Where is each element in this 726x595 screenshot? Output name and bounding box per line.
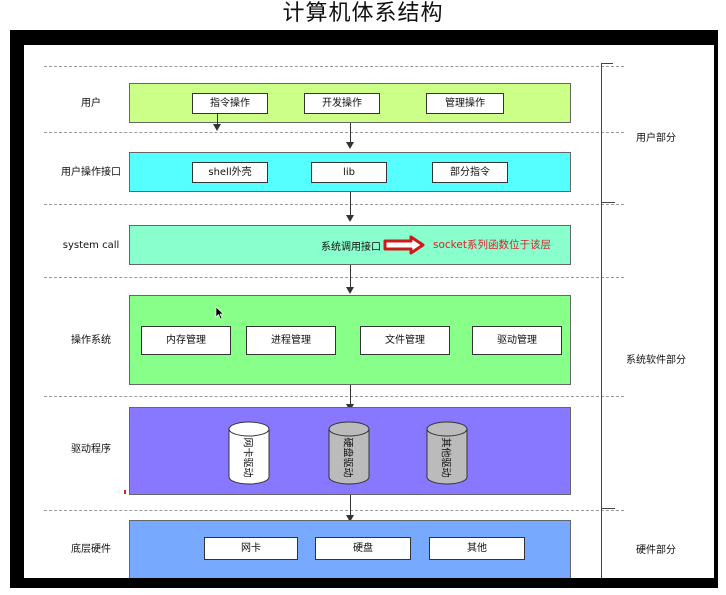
user-item-dev: 开发操作	[304, 93, 380, 114]
bracket-tick	[601, 63, 613, 64]
cylinder-nic-driver: 网卡驱动	[226, 420, 272, 486]
cylinder-disk-driver: 硬盘驱动	[326, 420, 372, 486]
separator	[44, 204, 624, 205]
separator	[44, 396, 624, 397]
section-bracket	[601, 63, 602, 578]
mouse-cursor-icon	[215, 306, 225, 320]
row-label-user-interface: 用户操作接口	[61, 167, 121, 178]
arrow-down	[213, 114, 221, 131]
os-item-file: 文件管理	[360, 326, 450, 355]
arrow-down	[346, 265, 354, 294]
bracket-tick	[601, 508, 615, 509]
arrow-down	[346, 192, 354, 222]
arrow-down	[346, 495, 354, 522]
row-label-hardware: 底层硬件	[71, 544, 111, 555]
hardware-item-disk: 硬盘	[315, 537, 411, 560]
user-item-admin: 管理操作	[426, 93, 504, 114]
separator	[44, 66, 624, 67]
bracket-tick	[601, 202, 615, 203]
arrow-down	[346, 385, 354, 411]
cylinder-other-driver: 其他驱动	[424, 420, 470, 486]
interface-item-lib: lib	[311, 162, 387, 183]
separator	[44, 510, 624, 511]
side-label-user-part: 用户部分	[636, 133, 676, 144]
interface-item-commands: 部分指令	[432, 162, 508, 183]
diagram-title: 计算机体系结构	[282, 1, 444, 26]
socket-note: socket系列函数位于该层	[433, 239, 551, 251]
os-item-process: 进程管理	[246, 326, 336, 355]
user-item-command: 指令操作	[192, 93, 268, 114]
arrow-down	[346, 123, 354, 149]
system-call-label: 系统调用接口	[321, 242, 381, 253]
nic-driver-label: 网卡驱动	[241, 437, 253, 477]
other-driver-label: 其他驱动	[439, 437, 451, 477]
row-label-drivers: 驱动程序	[71, 444, 111, 455]
separator	[44, 277, 624, 278]
os-item-driver: 驱动管理	[472, 326, 562, 355]
side-label-system-software-part: 系统软件部分	[626, 355, 686, 366]
os-item-memory: 内存管理	[141, 326, 231, 355]
row-label-os: 操作系统	[71, 335, 111, 346]
row-label-system-call: system call	[62, 240, 120, 251]
hardware-item-other: 其他	[429, 537, 525, 560]
interface-item-shell: shell外壳	[192, 162, 268, 183]
hardware-item-nic: 网卡	[204, 537, 298, 560]
diagram-canvas: 用户部分 系统软件部分 硬件部分 用户 用户操作接口 system call 操…	[24, 45, 714, 578]
disk-driver-label: 硬盘驱动	[341, 437, 353, 477]
system-call-layer	[129, 225, 571, 265]
red-arrow-icon	[383, 235, 425, 255]
separator	[44, 132, 624, 133]
side-label-hardware-part: 硬件部分	[636, 545, 676, 556]
stray-mark	[124, 490, 126, 494]
row-label-user: 用户	[81, 98, 101, 109]
